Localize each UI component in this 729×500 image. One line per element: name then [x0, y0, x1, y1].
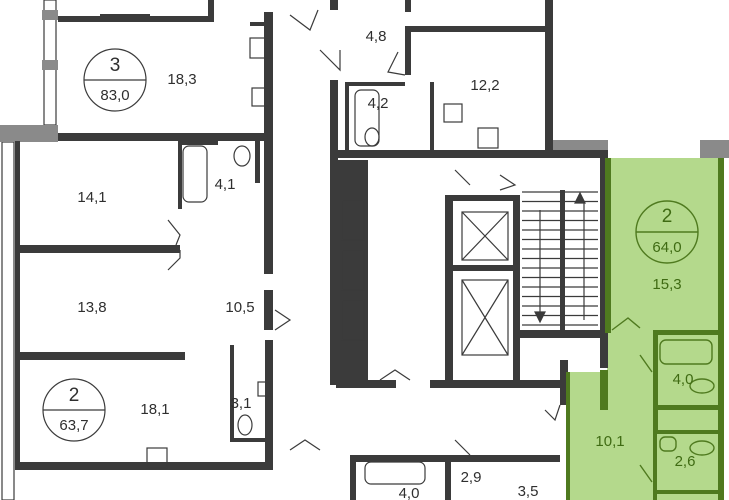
- room-area: 18,1: [140, 401, 169, 418]
- wall: [445, 455, 451, 500]
- room-area: 4,1: [215, 176, 236, 193]
- apartment-total-area: 64,0: [652, 239, 681, 256]
- wall: [653, 405, 718, 410]
- wall: [605, 158, 611, 333]
- highlighted-fixtures: [611, 317, 715, 483]
- room-area: 3,1: [231, 395, 252, 412]
- apartment-rooms: 3: [110, 55, 121, 76]
- wall: [250, 22, 270, 26]
- wall: [445, 195, 453, 385]
- wall: [653, 330, 658, 430]
- room-area: 2,6: [675, 453, 696, 470]
- wall: [600, 370, 608, 410]
- wall: [350, 455, 560, 462]
- door-icons: [167, 9, 561, 456]
- elevator-icon: [461, 211, 509, 356]
- apartment-rooms: 2: [69, 385, 80, 406]
- wall: [265, 340, 273, 470]
- apartment-rooms: 2: [662, 206, 673, 227]
- wall: [653, 490, 718, 494]
- wall: [15, 245, 180, 253]
- wall: [345, 82, 349, 152]
- wall: [330, 150, 608, 158]
- wall: [230, 345, 234, 440]
- room-area: 15,3: [652, 276, 681, 293]
- staircase: [522, 191, 598, 326]
- wall: [445, 265, 520, 271]
- apartment-total-area: 83,0: [100, 87, 129, 104]
- wall: [178, 141, 218, 145]
- stove-icon: [146, 37, 499, 469]
- wall: [405, 0, 411, 12]
- wall: [430, 380, 570, 388]
- room-area: 13,8: [77, 299, 106, 316]
- wall: [513, 195, 520, 385]
- wall: [560, 190, 565, 330]
- apartment-badge: [42, 48, 147, 442]
- room-area: 2,9: [461, 469, 482, 486]
- wall: [100, 14, 150, 22]
- room-area: 3,5: [518, 483, 539, 500]
- wall: [255, 141, 260, 183]
- wall: [653, 430, 718, 434]
- room-area: 4,8: [366, 28, 387, 45]
- wall: [264, 290, 273, 330]
- apartment-badge-highlighted[interactable]: [635, 200, 699, 264]
- room-area: 4,0: [399, 485, 420, 500]
- wall: [520, 330, 608, 338]
- room-area: 18,3: [167, 71, 196, 88]
- wall: [58, 133, 273, 141]
- wall: [405, 30, 411, 75]
- wall: [42, 60, 58, 70]
- highlighted-apartment-area[interactable]: [566, 158, 718, 500]
- wall: [15, 352, 185, 360]
- wall: [230, 438, 266, 442]
- wall: [338, 160, 368, 385]
- wall: [15, 462, 273, 470]
- wall: [336, 380, 396, 388]
- room-area: 12,2: [470, 77, 499, 94]
- toilet-icon: [233, 127, 380, 436]
- wall: [330, 155, 338, 385]
- wall: [345, 82, 405, 86]
- wall: [560, 360, 568, 405]
- wall: [330, 80, 338, 156]
- wall: [545, 0, 553, 158]
- room-area: 10,5: [225, 299, 254, 316]
- wall: [350, 455, 356, 500]
- wall: [653, 430, 657, 500]
- room-area: 4,0: [673, 371, 694, 388]
- wall: [208, 0, 214, 22]
- room-area: 14,1: [77, 189, 106, 206]
- shafts: [341, 199, 365, 341]
- wall: [330, 0, 338, 10]
- room-area: 10,1: [595, 433, 624, 450]
- wall: [430, 82, 434, 152]
- wall: [653, 330, 718, 335]
- sink-icon: [251, 87, 463, 397]
- wall: [42, 10, 58, 20]
- apartment-total-area: 63,7: [59, 417, 88, 434]
- wall: [600, 158, 608, 368]
- wall: [566, 372, 570, 500]
- wall: [700, 140, 729, 158]
- wall: [15, 141, 20, 466]
- bathtub-icon: [182, 89, 426, 485]
- wall: [445, 195, 520, 201]
- labels: 3 83,0 2 63,7 2 64,0 18,3 14,1 4,1 13,8 10,5 4,8 12,…: [59, 28, 695, 500]
- wall: [0, 125, 58, 142]
- wall: [405, 26, 553, 32]
- wall: [264, 12, 273, 274]
- wall: [718, 158, 724, 500]
- wall: [178, 141, 182, 209]
- room-area: 4,2: [368, 95, 389, 112]
